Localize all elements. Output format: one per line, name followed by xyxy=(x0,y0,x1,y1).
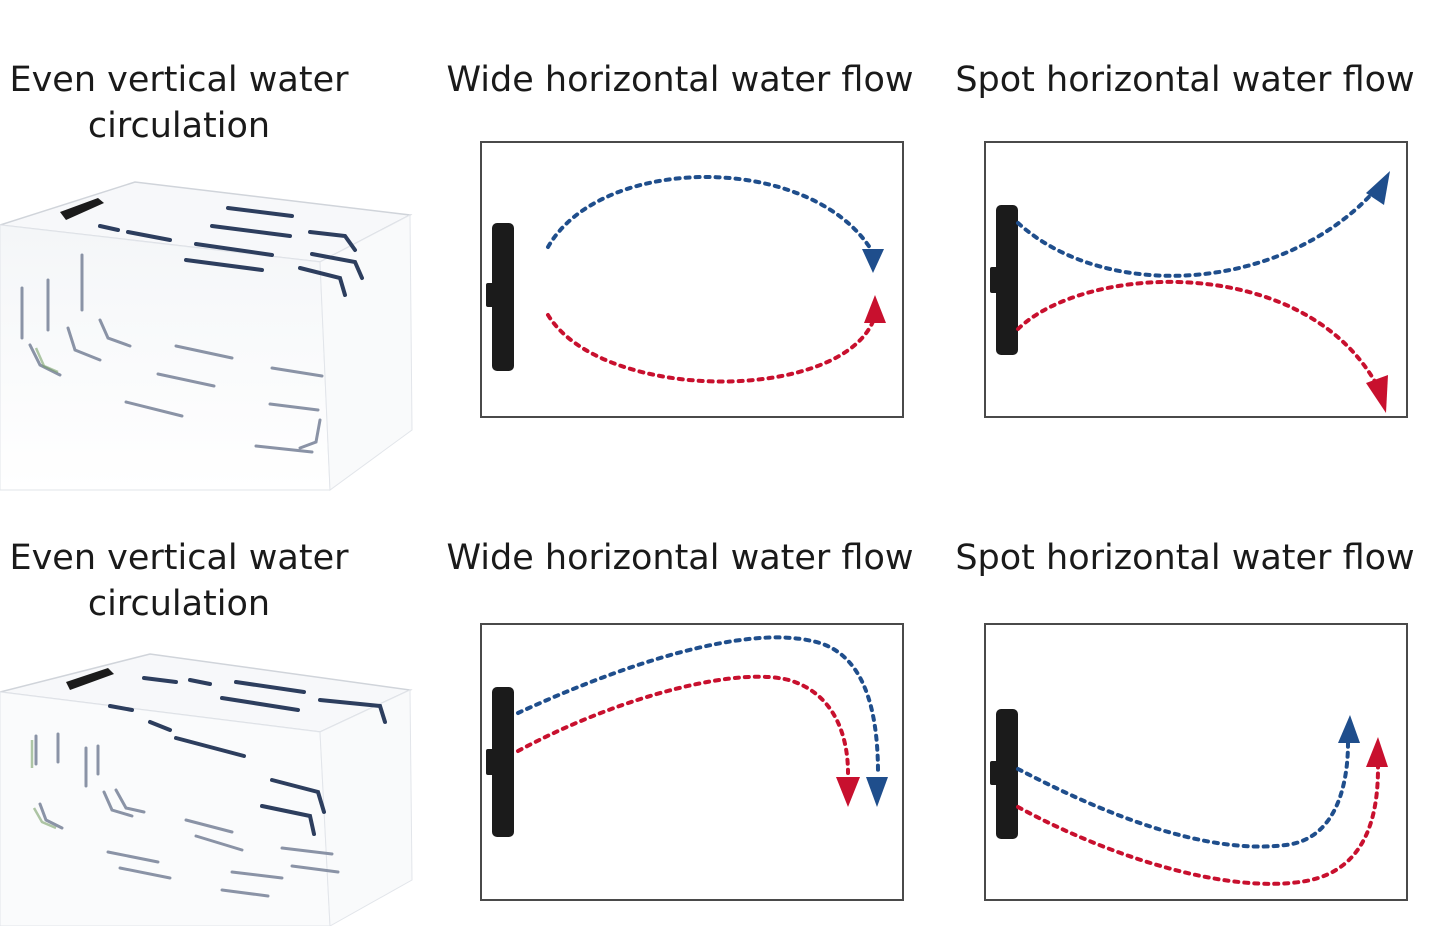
arrow-icon xyxy=(862,249,884,273)
arrow-icon xyxy=(1366,171,1390,205)
pump-icon xyxy=(66,668,114,690)
arrow-icon xyxy=(1366,375,1388,413)
vertical-title-1: Even vertical water circulation xyxy=(0,57,358,149)
vertical-title-line1: Even vertical water xyxy=(9,60,349,100)
arrow-icon xyxy=(1366,737,1388,767)
spot-flow-frame-2 xyxy=(984,623,1408,901)
arrow-icon xyxy=(1338,715,1360,743)
arrow-icon xyxy=(864,295,886,323)
vertical-title-line2: circulation xyxy=(87,106,271,146)
spot-title-1: Spot horizontal water flow xyxy=(955,60,1415,100)
pump-icon xyxy=(990,709,1018,839)
wide-flow-frame-1 xyxy=(480,141,904,418)
wide-title-2: Wide horizontal water flow xyxy=(446,538,914,578)
vertical-title-2: Even vertical water circulation xyxy=(0,535,358,627)
pump-icon xyxy=(486,687,514,837)
vertical-title-line1: Even vertical water xyxy=(9,538,349,578)
wide-flow-frame-2 xyxy=(480,623,904,901)
pump-icon xyxy=(486,223,514,371)
arrow-icon xyxy=(866,777,888,807)
wide-title-1: Wide horizontal water flow xyxy=(446,60,914,100)
spot-flow-frame-1 xyxy=(984,141,1408,418)
arrow-icon xyxy=(836,777,860,807)
pump-icon xyxy=(60,198,104,220)
pump-icon xyxy=(990,205,1018,355)
spot-title-2: Spot horizontal water flow xyxy=(955,538,1415,578)
vertical-circulation-diagram-2 xyxy=(0,640,420,926)
vertical-circulation-diagram-1 xyxy=(0,170,420,495)
vertical-title-line2: circulation xyxy=(87,584,271,624)
